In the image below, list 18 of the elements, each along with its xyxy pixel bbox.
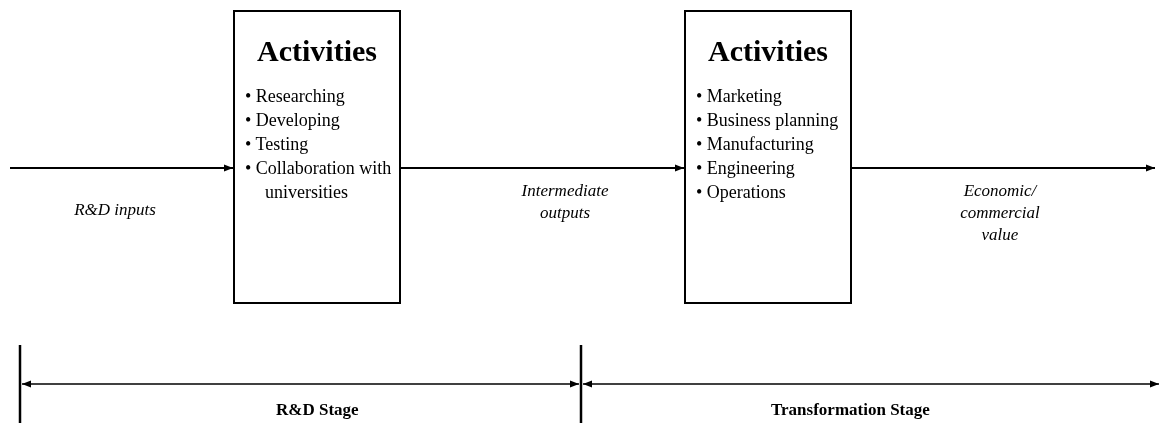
bullet-item: • Marketing bbox=[696, 85, 783, 108]
arrow bbox=[851, 164, 1156, 172]
bullet-item: • Testing bbox=[245, 133, 310, 156]
arrow bbox=[400, 164, 685, 172]
bullet-item: • Collaboration with universities bbox=[245, 157, 393, 204]
activity-box bbox=[684, 10, 852, 304]
activity-box bbox=[233, 10, 401, 304]
arrow bbox=[9, 164, 234, 172]
box-heading: Activities bbox=[707, 34, 829, 68]
bullet-item: • Researching bbox=[245, 85, 346, 108]
bullet-item: • Business planning bbox=[696, 109, 839, 132]
box-heading: Activities bbox=[256, 34, 378, 68]
bullet-item: • Manufacturing bbox=[696, 133, 815, 156]
bullet-item: • Operations bbox=[696, 181, 787, 204]
stage-label: Transformation Stage bbox=[771, 400, 930, 420]
bullet-item: • Developing bbox=[245, 109, 341, 132]
stage-label: R&D Stage bbox=[276, 400, 359, 420]
bullet-item: • Engineering bbox=[696, 157, 796, 180]
